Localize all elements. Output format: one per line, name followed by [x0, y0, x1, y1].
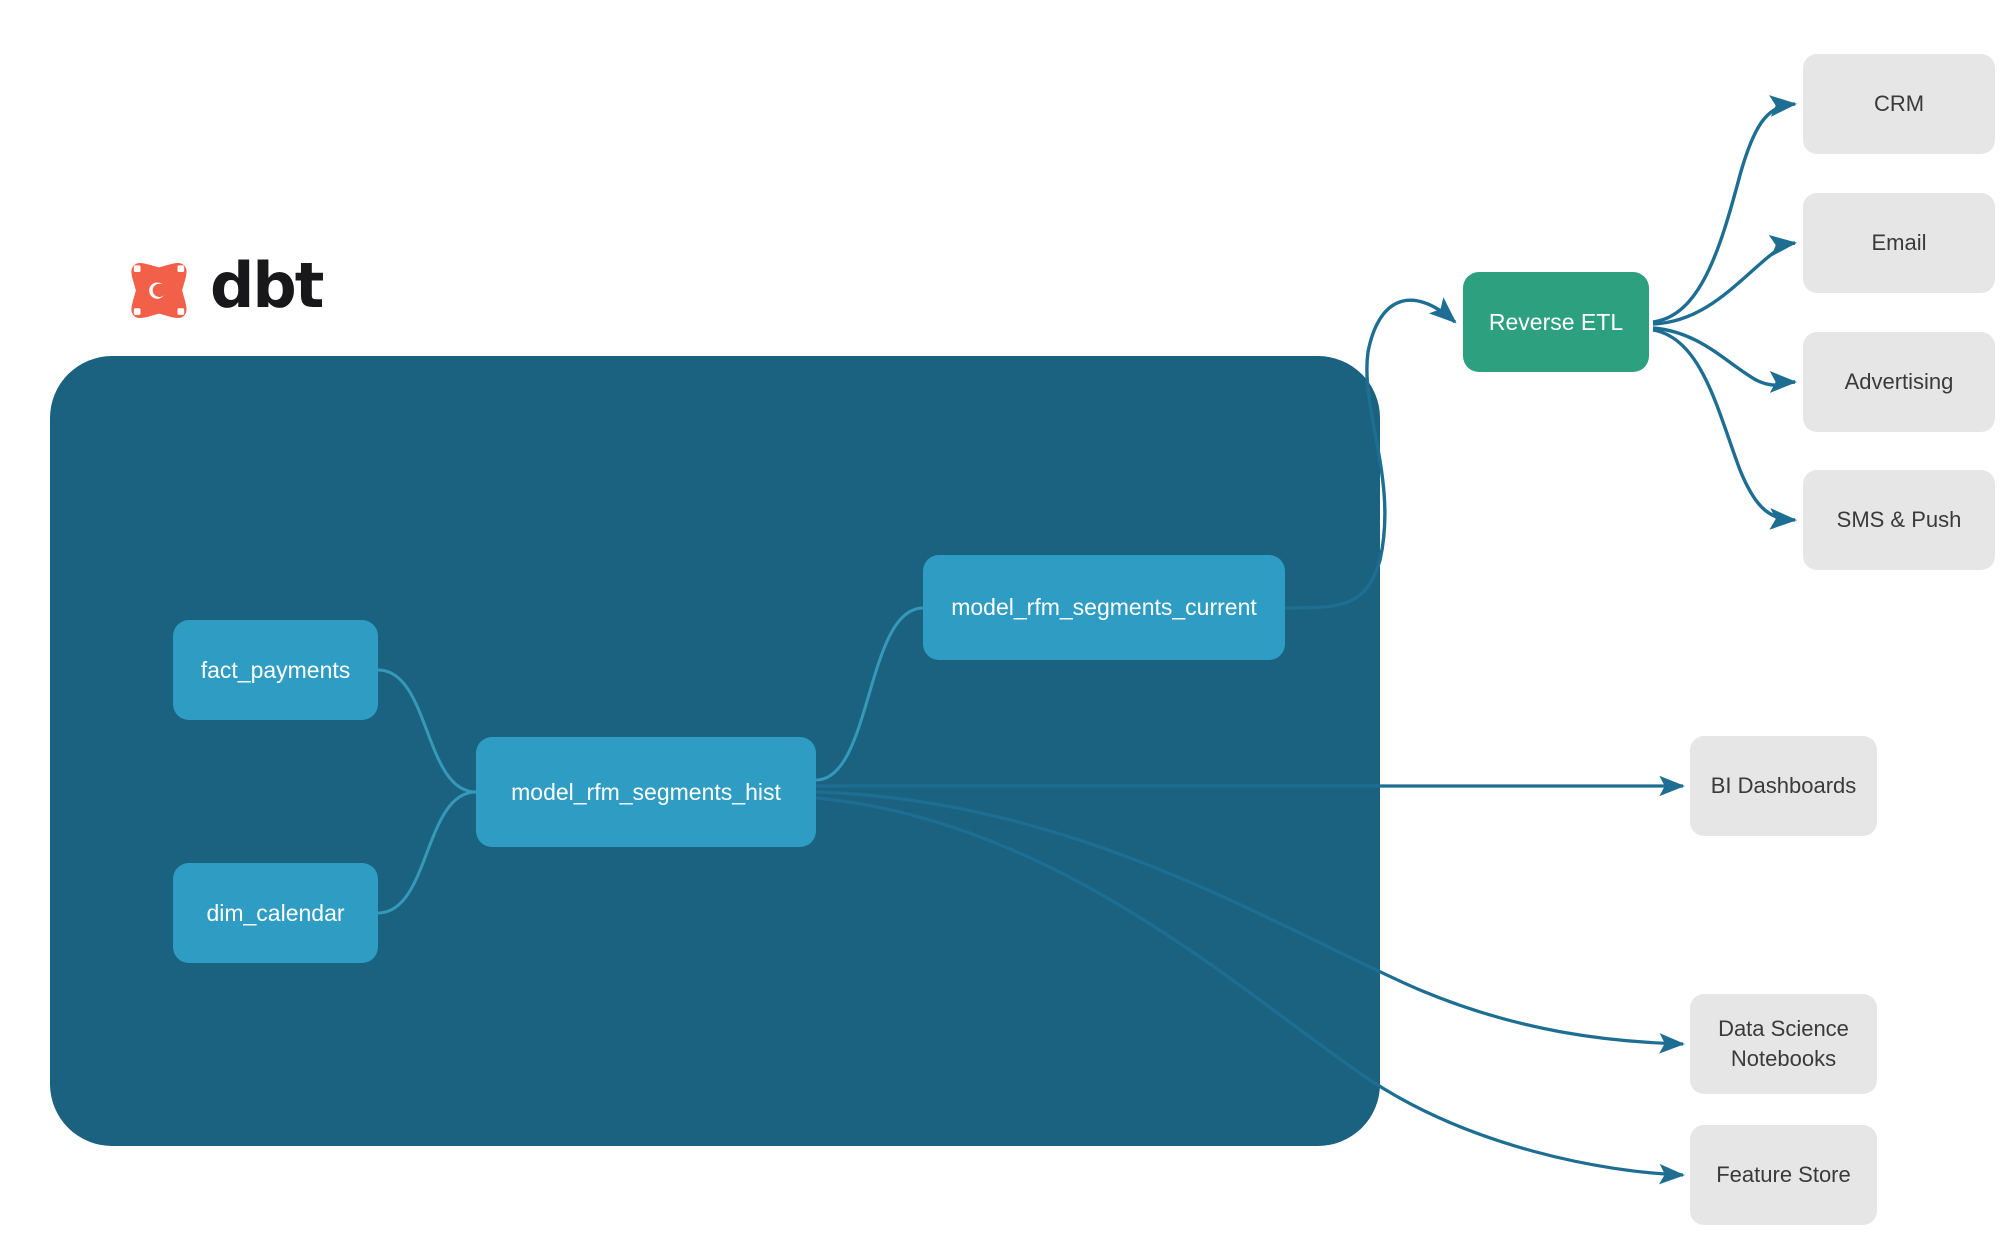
node-feature-store-label: Feature Store	[1716, 1162, 1851, 1188]
edge-reverse-etl-to-crm	[1652, 95, 1798, 324]
node-model-rfm-segments-current[interactable]: model_rfm_segments_current	[923, 555, 1285, 660]
node-reverse-etl-label: Reverse ETL	[1488, 308, 1624, 335]
node-model-rfm-segments-current-label: model_rfm_segments_current	[951, 594, 1257, 620]
dbt-wordmark: dbt	[210, 249, 324, 322]
edge-reverse-etl-to-email	[1652, 234, 1798, 326]
node-reverse-etl[interactable]: Reverse ETL	[1463, 272, 1649, 372]
node-data-science-notebooks[interactable]: Data Science Notebooks	[1690, 994, 1877, 1094]
node-email[interactable]: Email	[1803, 193, 1995, 293]
edge-reverse-etl-to-sms-push	[1652, 328, 1798, 530]
node-bi-dashboards-label: BI Dashboards	[1710, 773, 1857, 799]
dbt-logo: dbt	[122, 249, 324, 326]
node-data-science-notebooks-label-line2: Notebooks	[1730, 1046, 1837, 1071]
node-sms-push-label: SMS & Push	[1836, 507, 1962, 533]
node-crm-label: CRM	[1873, 91, 1925, 117]
dbt-logo-icon	[131, 262, 187, 319]
node-model-rfm-segments-hist[interactable]: model_rfm_segments_hist	[476, 737, 816, 847]
node-bi-dashboards[interactable]: BI Dashboards	[1690, 736, 1877, 836]
node-feature-store[interactable]: Feature Store	[1690, 1125, 1877, 1225]
node-dim-calendar-label: dim_calendar	[206, 899, 345, 926]
node-crm[interactable]: CRM	[1803, 54, 1995, 154]
node-advertising[interactable]: Advertising	[1803, 332, 1995, 432]
node-fact-payments-label: fact_payments	[200, 656, 351, 683]
node-email-label: Email	[1871, 230, 1927, 256]
node-fact-payments[interactable]: fact_payments	[173, 620, 378, 720]
edge-reverse-etl-to-advertising	[1652, 326, 1798, 393]
node-dim-calendar[interactable]: dim_calendar	[173, 863, 378, 963]
node-advertising-label: Advertising	[1844, 369, 1954, 395]
node-data-science-notebooks-label-line1: Data Science	[1718, 1016, 1849, 1042]
node-model-rfm-segments-hist-label: model_rfm_segments_hist	[511, 778, 781, 805]
node-sms-push[interactable]: SMS & Push	[1803, 470, 1995, 570]
